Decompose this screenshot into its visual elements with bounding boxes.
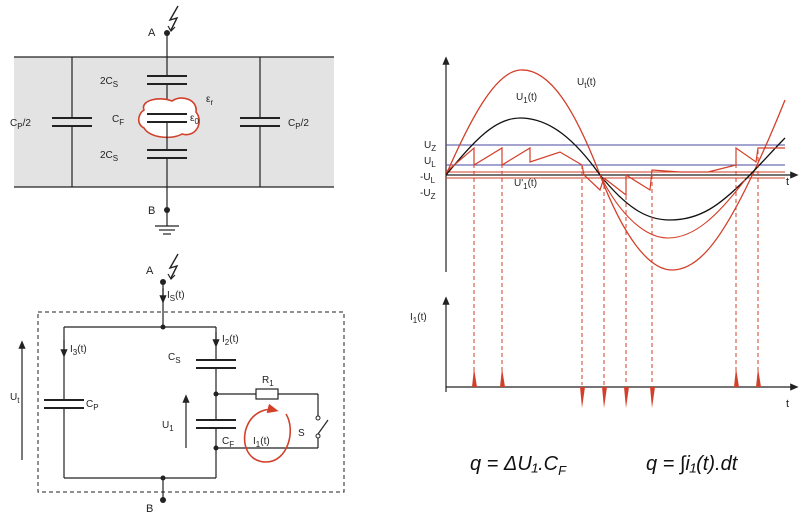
inner-red-curve [599, 174, 746, 239]
formula-charge-voltage: q = ΔU₁.CF [470, 453, 567, 478]
ut-curve-label: Ut(t) [577, 77, 596, 90]
node-a2-label: A [146, 265, 154, 277]
current-plot: t I1(t) [410, 296, 799, 410]
neg-ul-label: -UL [420, 172, 436, 185]
cap-left-label: CP/2 [10, 118, 31, 131]
u1-curve [445, 117, 786, 221]
cf-label: CF [112, 114, 124, 127]
i3-label: I3(t) [70, 344, 87, 357]
cs-label: CS [168, 352, 181, 365]
t-axis-label-1: t [786, 176, 789, 188]
ground-icon [155, 225, 179, 235]
neg-uz-label: -UZ [420, 188, 436, 201]
i1-label: I1(t) [253, 436, 270, 449]
lightning-icon [168, 5, 179, 31]
eps-r-label: εr [206, 94, 213, 107]
uz-label: UZ [424, 140, 436, 153]
u1-label: U1 [162, 420, 174, 433]
ul-label: UL [424, 156, 436, 169]
t-axis-label-2: t [786, 398, 789, 410]
node-b2-label: B [146, 503, 153, 515]
is-label: IS(t) [167, 290, 185, 303]
sensor-boundary [37, 311, 345, 493]
node-a-label: A [148, 27, 156, 39]
ut-label: Ut [10, 392, 20, 405]
cp-label: CP [86, 399, 99, 412]
sensor-blob [137, 97, 200, 139]
r1-label: R1 [262, 375, 274, 388]
ut-curve [445, 69, 786, 271]
cs-bottom-label: 2CS [100, 150, 118, 163]
cf2-label: CF [222, 436, 234, 449]
cs-top-label: 2CS [100, 76, 118, 89]
voltage-plot: t UZ UL -UL -UZ Ut(t) U1(t) U'1(t) [420, 56, 799, 272]
switch-s [317, 419, 329, 435]
resistor-r1 [255, 388, 279, 400]
eps-0-label: ε0 [190, 113, 199, 126]
i1-axis-label: I1(t) [410, 312, 427, 325]
lightning-icon-2 [168, 253, 179, 279]
event-markers [473, 150, 759, 385]
i2-label: I2(t) [222, 334, 239, 347]
top-circuit: A CP/2 CP/2 2CS CF ε0 εr 2CS B [10, 5, 334, 235]
u1-curve-label: U1(t) [516, 92, 537, 105]
bottom-circuit: A IS(t) B I3(t) CP Ut I2(t) CS [10, 253, 345, 515]
u-prime-curve-label: U'1(t) [514, 178, 537, 191]
node-b-label: B [148, 205, 155, 217]
formula-charge-integral: q = ∫i₁(t).dt [646, 453, 739, 475]
switch-label: S [298, 428, 305, 439]
current-spikes [472, 368, 761, 408]
loop-current-arrow [243, 403, 291, 463]
cap-right-label: CP/2 [288, 118, 309, 131]
